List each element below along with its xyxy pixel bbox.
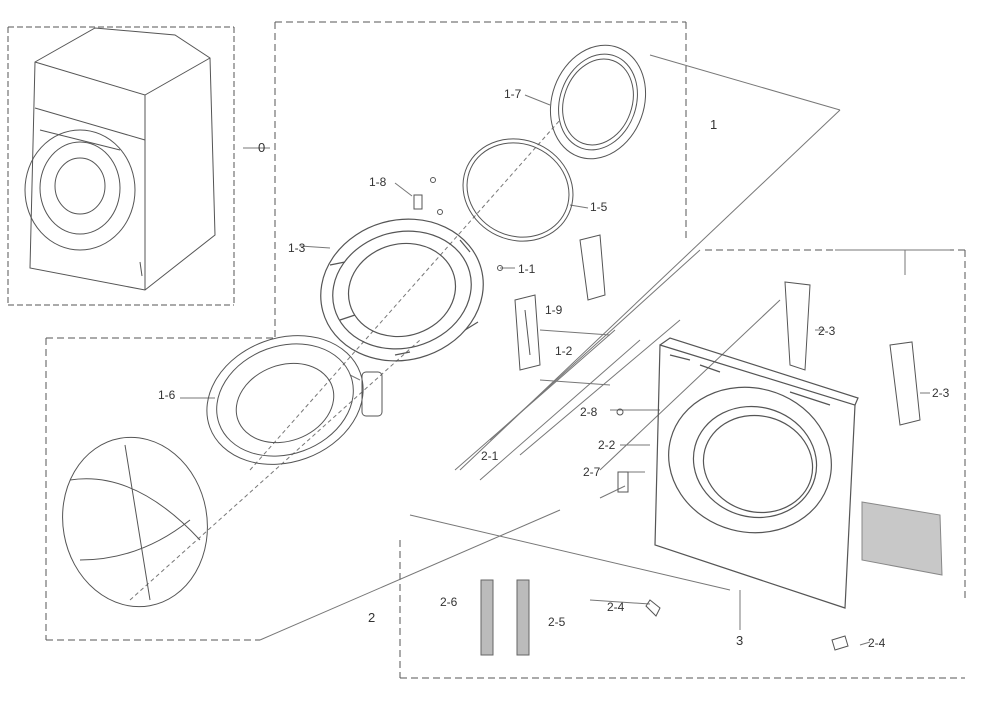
part-door-glass — [549, 44, 647, 160]
part-hinge-screws — [413, 177, 503, 271]
callout-2-8: 2-8 — [580, 405, 598, 419]
part-clips — [616, 408, 849, 651]
callout-1-3: 1-3 — [288, 241, 306, 255]
callout-2-4-left: 2-4 — [607, 600, 625, 614]
part-glass-bowl — [62, 436, 208, 608]
callout-2-1: 2-1 — [481, 449, 499, 463]
inset-frame — [7, 26, 235, 306]
part-brackets — [784, 281, 921, 426]
callout-1-1: 1-1 — [518, 262, 536, 276]
callout-2-4-right: 2-4 — [868, 636, 886, 650]
part-front-panel — [654, 337, 859, 609]
callout-1-5: 1-5 — [590, 200, 608, 214]
callout-2: 2 — [368, 610, 376, 625]
callout-2-7: 2-7 — [583, 465, 601, 479]
callout-1-9: 1-9 — [545, 303, 563, 317]
group-3-boundary — [399, 249, 966, 679]
group-1-boundary — [45, 21, 687, 641]
callout-1-8: 1-8 — [369, 175, 387, 189]
part-door-gasket — [462, 138, 574, 242]
callout-1-6: 1-6 — [158, 388, 176, 402]
callout-3: 3 — [736, 633, 744, 648]
callout-2-3-upper: 2-3 — [818, 324, 836, 338]
callout-1-2: 1-2 — [555, 344, 573, 358]
part-door-frame — [320, 218, 484, 362]
part-strips — [480, 579, 530, 656]
part-door-cover — [206, 335, 383, 465]
part-hinge — [514, 234, 606, 371]
callout-2-3-right: 2-3 — [932, 386, 950, 400]
assembly-leaders — [129, 54, 950, 646]
callout-2-6: 2-6 — [440, 595, 458, 609]
washer-overview — [24, 27, 216, 291]
callout-2-5: 2-5 — [548, 615, 566, 629]
part-filter-mesh — [861, 501, 943, 576]
callout-1: 1 — [710, 117, 718, 132]
callout-1-7: 1-7 — [504, 87, 522, 101]
callout-2-2: 2-2 — [598, 438, 616, 452]
callout-0: 0 — [258, 140, 266, 155]
